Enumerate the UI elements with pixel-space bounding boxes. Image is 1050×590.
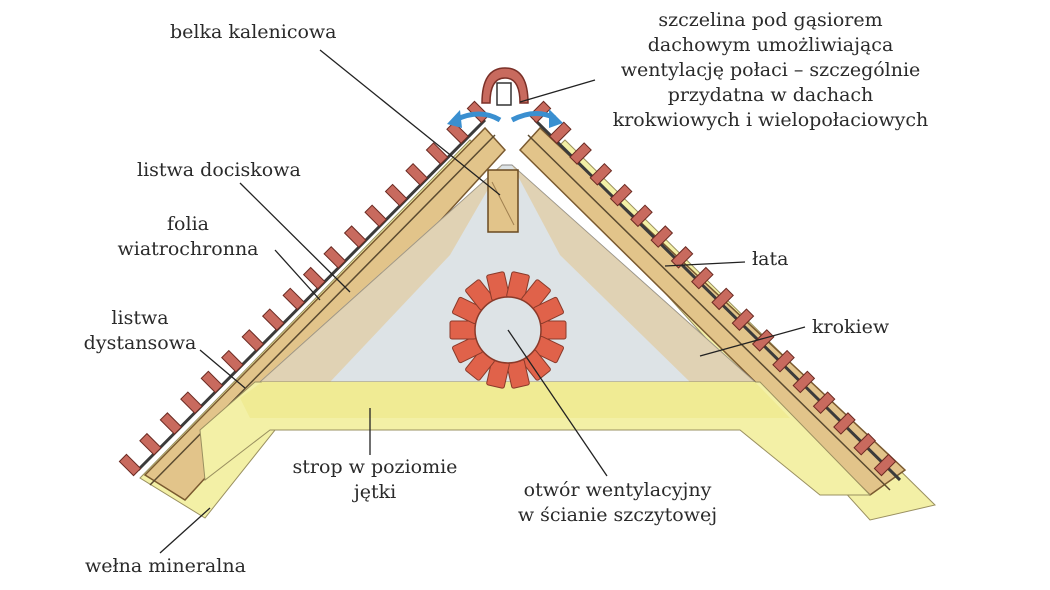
gable-wall-rafter-fill-right: [512, 165, 755, 382]
roof-tile: [118, 453, 142, 477]
label-szczelina-line-1: szczelina pod gąsiorem: [658, 9, 883, 31]
roof-tile: [261, 308, 285, 331]
ridge-beam: [487, 169, 519, 233]
leader-krokiew: [699, 326, 806, 357]
vent-arrow-right-head: [549, 109, 563, 128]
roof-tile: [200, 370, 224, 394]
label-szczelina-line-4: przydatna w dachach: [667, 84, 874, 106]
label-strop-line-1: strop w poziomie: [292, 456, 458, 478]
roof-tile: [630, 204, 653, 228]
leader-szczelina: [519, 79, 596, 103]
label-szczelina-line-5: krokwiowych i wielopołaciowych: [612, 109, 929, 131]
roof-tile: [772, 349, 795, 373]
label-folia: folia wiatrochronna: [108, 212, 268, 262]
roof-tile: [405, 162, 428, 186]
roof-tile: [691, 266, 714, 290]
label-lata: łata: [752, 248, 789, 270]
label-krokiew: krokiew: [812, 316, 890, 338]
roof-tile: [792, 370, 816, 394]
roof-tile: [812, 391, 836, 415]
label-belka-kalenicowa: belka kalenicowa: [170, 21, 337, 43]
roof-tile: [446, 121, 469, 145]
roof-tile: [548, 121, 572, 145]
label-welna-mineralna: wełna mineralna: [85, 555, 246, 577]
roof-tile: [731, 308, 755, 331]
roof-tile: [751, 329, 775, 352]
label-szczelina-line-3: wentylację połaci – szczególnie: [620, 59, 921, 81]
leader-folia: [274, 249, 321, 301]
collar-ceiling-inner: [240, 382, 790, 418]
ridge-cap: [481, 67, 529, 104]
label-listwa-dystansowa-line-2: dystansowa: [83, 332, 197, 354]
roof-tile: [384, 183, 408, 207]
label-strop-line-2: jętki: [353, 481, 397, 503]
label-folia-line-1: folia: [167, 213, 209, 235]
roof-tile: [609, 183, 633, 207]
label-folia-line-2: wiatrochronna: [117, 238, 259, 260]
roof-tile: [180, 391, 203, 415]
ridge-clip: [496, 82, 512, 106]
roof-tile: [241, 329, 265, 352]
brick: [449, 320, 477, 340]
label-listwa-dociskowa: listwa dociskowa: [137, 159, 301, 181]
roof-tiles: [118, 100, 897, 477]
counter-batten-right: [527, 134, 891, 491]
roof-tile: [670, 246, 694, 269]
leader-lata: [664, 261, 746, 267]
ridge-beam-grain: [491, 181, 515, 226]
roof-tile: [650, 225, 674, 248]
leader-belka: [319, 49, 501, 196]
label-otwor: otwór wentylacyjny w ścianie szczytowej: [500, 478, 735, 528]
label-strop: strop w poziomie jętki: [280, 455, 470, 505]
label-otwor-line-2: w ścianie szczytowej: [517, 504, 718, 526]
label-otwor-line-1: otwór wentylacyjny: [523, 479, 712, 501]
roof-tile: [159, 412, 183, 435]
roof-tile: [833, 412, 856, 435]
label-szczelina-line-2: dachowym umożliwiająca: [647, 34, 894, 56]
brick: [539, 320, 567, 340]
roof-tile: [425, 142, 449, 165]
roof-tile: [569, 142, 592, 165]
leader-welna: [159, 507, 211, 554]
roof-tile: [873, 453, 897, 477]
leader-listwa-dystansowa: [199, 349, 246, 389]
vent-arrow-left-head: [447, 110, 462, 128]
roof-tile: [139, 432, 162, 456]
roof-tile: [589, 162, 613, 186]
roof-tile: [711, 287, 734, 311]
roof-tile: [343, 225, 367, 248]
label-listwa-dystansowa: listwa dystansowa: [70, 306, 210, 356]
leader-lines: [159, 49, 806, 554]
roof-tile: [323, 246, 347, 269]
label-listwa-dystansowa-line-1: listwa: [111, 307, 169, 329]
roof-tile: [282, 287, 306, 311]
label-szczelina: szczelina pod gąsiorem dachowym umożliwi…: [598, 8, 943, 133]
roof-tile: [364, 204, 387, 228]
roof-tile: [853, 432, 877, 456]
leader-otwor: [507, 329, 608, 477]
leader-listwa-dociskowa: [239, 182, 351, 293]
gable-wall-rafter-fill-left: [260, 165, 502, 382]
roof-tile: [221, 349, 244, 373]
roof-tile: [302, 266, 326, 290]
